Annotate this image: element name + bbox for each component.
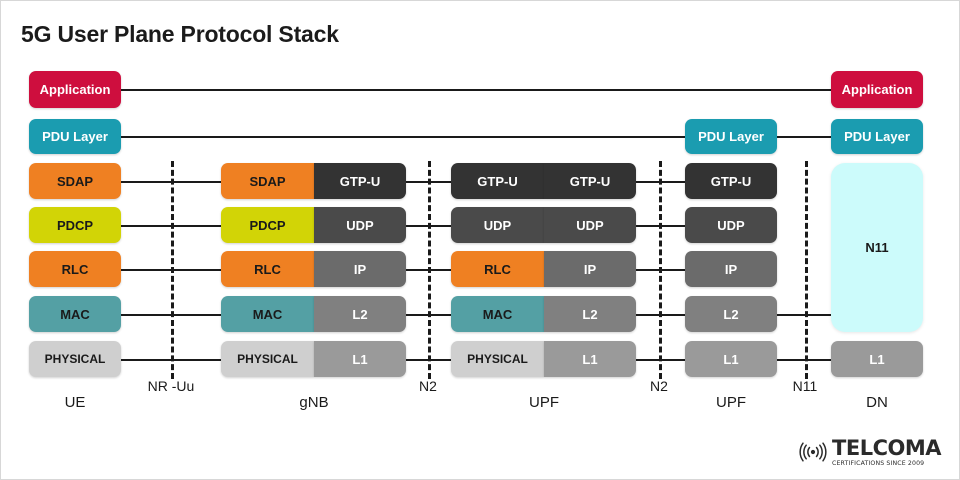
box-ue-rlc[interactable]: RLC: [29, 251, 121, 287]
box-upf1-mac[interactable]: MAC: [451, 296, 544, 332]
box-gnb-sdap[interactable]: SDAP: [221, 163, 314, 199]
page-title: 5G User Plane Protocol Stack: [21, 21, 339, 47]
box-gnb-udp[interactable]: UDP: [314, 207, 406, 243]
box-upf2-l2[interactable]: L2: [685, 296, 777, 332]
node-label-gnb: gNB: [299, 394, 329, 411]
telcoma-logo: TELCOMA CERTIFICATIONS SINCE 2009: [798, 435, 941, 467]
connector-r4-upf2-dn: [777, 314, 831, 316]
box-ue-pdcp[interactable]: PDCP: [29, 207, 121, 243]
box-upf1-l1[interactable]: L1: [544, 341, 636, 377]
box-upf2-l1[interactable]: L1: [685, 341, 777, 377]
logo-brand: TELCOMA: [832, 435, 941, 460]
node-label-upf2: UPF: [716, 394, 746, 411]
box-gnb-l2[interactable]: L2: [314, 296, 406, 332]
interface-label-nr-uu: NR -Uu: [147, 378, 195, 394]
box-dn-application[interactable]: Application: [831, 71, 923, 108]
box-gnb-l1[interactable]: L1: [314, 341, 406, 377]
box-upf1-gtpu-left[interactable]: GTP-U: [451, 163, 544, 199]
box-ue-pdu-layer[interactable]: PDU Layer: [29, 119, 121, 154]
node-label-ue: UE: [64, 394, 86, 411]
box-upf1-udp-left[interactable]: UDP: [451, 207, 544, 243]
connector-pdu-ue-upf2: [121, 136, 685, 138]
box-gnb-pdcp[interactable]: PDCP: [221, 207, 314, 243]
box-dn-n11[interactable]: N11: [831, 163, 923, 332]
interface-divider-n2-b: [659, 161, 662, 379]
interface-label-n11: N11: [792, 378, 818, 394]
interface-divider-nr-uu: [171, 161, 174, 379]
interface-divider-n2-a: [428, 161, 431, 379]
signal-waves-icon: [799, 442, 827, 462]
connector-pdu-upf2-dn: [777, 136, 831, 138]
box-ue-application[interactable]: Application: [29, 71, 121, 108]
node-label-dn: DN: [866, 394, 888, 411]
logo-tagline: CERTIFICATIONS SINCE 2009: [832, 459, 925, 467]
interface-label-n2-b: N2: [650, 378, 668, 394]
box-dn-pdu-layer[interactable]: PDU Layer: [831, 119, 923, 154]
box-ue-sdap[interactable]: SDAP: [29, 163, 121, 199]
box-upf2-ip[interactable]: IP: [685, 251, 777, 287]
box-gnb-ip[interactable]: IP: [314, 251, 406, 287]
box-gnb-gtpu[interactable]: GTP-U: [314, 163, 406, 199]
interface-divider-n11: [805, 161, 808, 379]
box-upf1-physical[interactable]: PHYSICAL: [451, 341, 544, 377]
box-upf1-ip[interactable]: IP: [544, 251, 636, 287]
connector-application: [121, 89, 831, 91]
interface-label-n2-a: N2: [419, 378, 437, 394]
box-upf1-gtpu-right[interactable]: GTP-U: [544, 163, 636, 199]
box-ue-mac[interactable]: MAC: [29, 296, 121, 332]
box-upf1-rlc[interactable]: RLC: [451, 251, 544, 287]
box-dn-l1[interactable]: L1: [831, 341, 923, 377]
node-label-upf1: UPF: [529, 394, 559, 411]
box-upf2-gtpu[interactable]: GTP-U: [685, 163, 777, 199]
box-upf2-udp[interactable]: UDP: [685, 207, 777, 243]
box-gnb-physical[interactable]: PHYSICAL: [221, 341, 314, 377]
box-upf1-l2[interactable]: L2: [544, 296, 636, 332]
box-upf1-udp-right[interactable]: UDP: [544, 207, 636, 243]
box-gnb-rlc[interactable]: RLC: [221, 251, 314, 287]
box-upf2-pdu-layer[interactable]: PDU Layer: [685, 119, 777, 154]
box-ue-physical[interactable]: PHYSICAL: [29, 341, 121, 377]
connector-r5-upf2-dn: [777, 359, 831, 361]
box-gnb-mac[interactable]: MAC: [221, 296, 314, 332]
